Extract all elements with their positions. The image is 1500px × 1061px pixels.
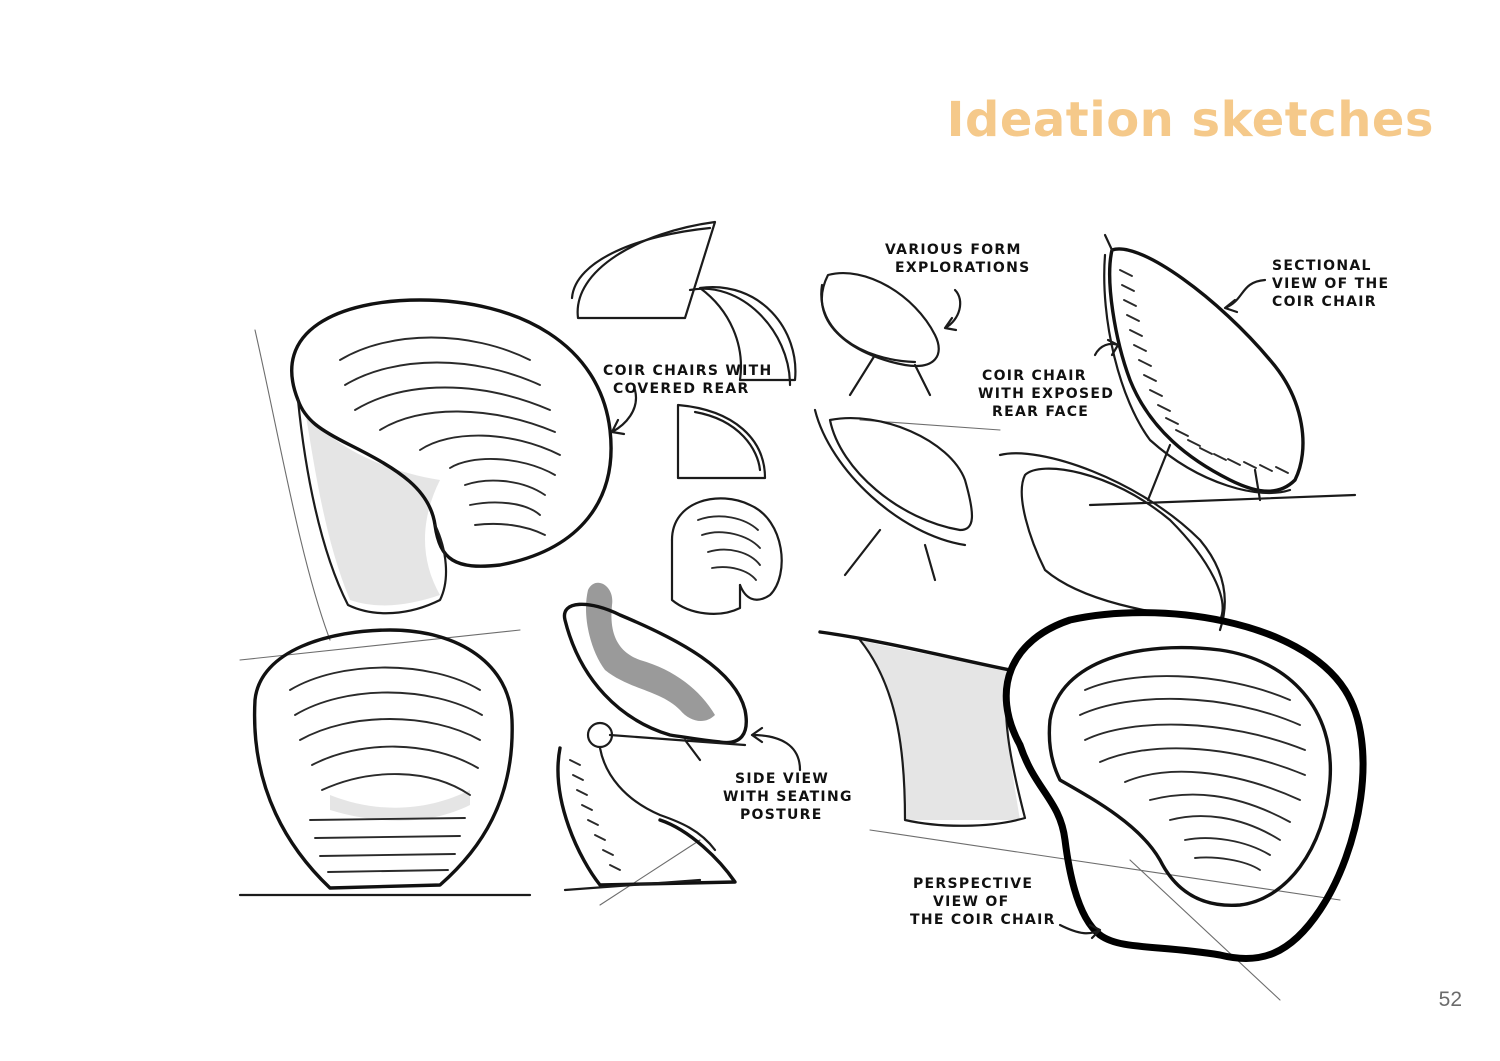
- sketch-coir-chair-exposed-rear: [818, 452, 1226, 827]
- sketch-shell-chair-large: [290, 298, 613, 615]
- sketch-barrel-chair-small: [670, 497, 783, 615]
- sketch-round-chair-front: [238, 628, 532, 897]
- annotation-line: WITH SEATING: [723, 789, 853, 805]
- annotation-line: COIR CHAIR: [982, 368, 1087, 384]
- page-number: 52: [1438, 988, 1462, 1011]
- annotation-line: COIR CHAIRS WITH: [603, 363, 773, 379]
- construction-lines: [239, 329, 1341, 1001]
- annotation-line: VARIOUS FORM: [885, 242, 1022, 258]
- annotation-line: REAR FACE: [992, 404, 1089, 420]
- annotation-line: POSTURE: [740, 807, 823, 823]
- annotation-various-forms: VARIOUS FORM EXPLORATIONS: [885, 242, 1031, 276]
- annotation-line: WITH EXPOSED: [978, 386, 1114, 402]
- annotation-coir-covered-rear: COIR CHAIRS WITH COVERED REAR: [603, 363, 773, 397]
- annotation-line: EXPLORATIONS: [895, 260, 1031, 276]
- annotation-line: SECTIONAL: [1272, 258, 1372, 274]
- sketch-perspective-coir-chair: [1002, 609, 1367, 963]
- annotation-perspective-view: PERSPECTIVE VIEW OF THE COIR CHAIR: [910, 876, 1056, 928]
- annotation-sectional-view: SECTIONAL VIEW OF THE COIR CHAIR: [1272, 258, 1389, 310]
- page-title: Ideation sketches: [946, 92, 1434, 148]
- annotation-line: PERSPECTIVE: [913, 876, 1033, 892]
- sketch-form-explorations: [813, 272, 974, 582]
- annotation-line: COIR CHAIR: [1272, 294, 1377, 310]
- annotation-line: VIEW OF: [933, 894, 1010, 910]
- annotation-exposed-rear: COIR CHAIR WITH EXPOSED REAR FACE: [978, 368, 1114, 420]
- sketch-side-view-posture: [556, 582, 748, 892]
- annotation-line: VIEW OF THE: [1272, 276, 1389, 292]
- annotation-line: COVERED REAR: [613, 381, 750, 397]
- annotation-line: THE COIR CHAIR: [910, 912, 1056, 928]
- annotation-line: SIDE VIEW: [735, 771, 829, 787]
- sketch-sectional-view: [1088, 233, 1357, 507]
- sketch-coir-chair-covered-rear: [570, 220, 797, 480]
- annotation-side-view: SIDE VIEW WITH SEATING POSTURE: [723, 771, 853, 823]
- annotation-arrows: [610, 278, 1267, 940]
